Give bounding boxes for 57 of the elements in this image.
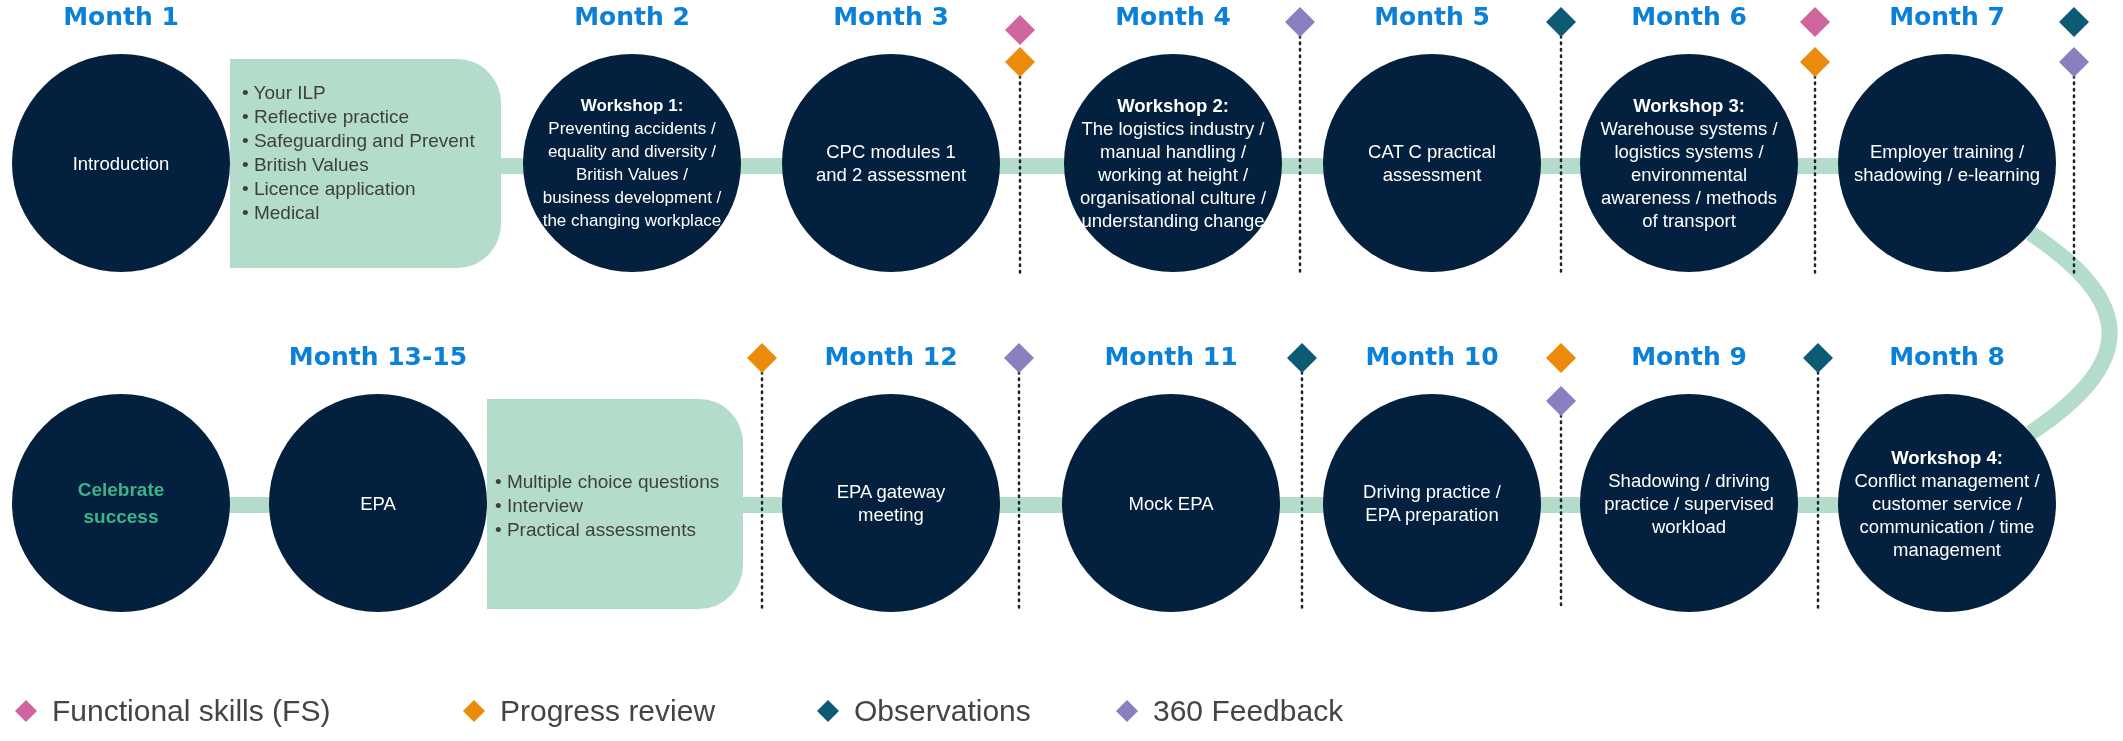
workshop-heading: Workshop 4: (1890, 445, 2004, 469)
milestone-label: Introduction (71, 151, 171, 175)
month-heading: Month 2 (574, 2, 690, 31)
month-heading: Month 10 (1365, 342, 1499, 371)
track-connector (228, 497, 271, 513)
bullet-item: • Multiple choice questions (495, 470, 720, 494)
milestone-label: Shadowing / driving practice / supervised workload (1603, 468, 1775, 538)
milestone-label: The logistics industry / manual handling / working at height / organisational culture / understanding change (1078, 117, 1268, 232)
topic-panel (230, 59, 501, 268)
milestone-label: Mock EPA (1127, 491, 1215, 515)
workshop-heading: Workshop 1: (579, 95, 685, 117)
track-connector (1278, 497, 1325, 513)
legend-label: Progress review (500, 694, 716, 728)
bullet-item: • Reflective practice (242, 105, 411, 129)
bullet-item: • Medical (242, 201, 321, 225)
month-heading: Month 13-15 (288, 342, 468, 371)
milestone-label: CAT C practical assessment (1367, 140, 1497, 186)
month-heading: Month 11 (1104, 342, 1238, 371)
month-heading: Month 4 (1115, 2, 1231, 31)
month-heading: Month 12 (824, 342, 958, 371)
bullet-item: • British Values (242, 153, 370, 177)
bullet-item: • Your ILP (242, 81, 327, 105)
milestone-label: EPA gateway meeting (835, 480, 947, 526)
bullet-item: • Practical assessments (495, 518, 697, 542)
milestone-label: Celebrate success (76, 478, 166, 529)
track-connector (739, 158, 784, 174)
milestone-label: Conflict management / customer service / communication / time management (1853, 468, 2041, 561)
milestone-label: EPA (359, 491, 397, 515)
month-heading: Month 6 (1631, 2, 1747, 31)
track-connector (1539, 497, 1582, 513)
topic-panel (487, 399, 743, 609)
track-connector (998, 497, 1064, 513)
month-heading: Month 5 (1374, 2, 1490, 31)
milestone-label: Driving practice / EPA preparation (1362, 480, 1502, 526)
bullet-item: • Safeguarding and Prevent (242, 129, 475, 153)
bullet-item: • Licence application (242, 177, 417, 201)
milestone-label: Warehouse systems / logistics systems / environmental awareness / methods of transport (1599, 117, 1779, 232)
legend-label: 360 Feedback (1153, 694, 1344, 728)
legend-label: Observations (854, 694, 1031, 728)
month-heading: Month 7 (1889, 2, 2005, 31)
bullet-item: • Interview (495, 494, 584, 518)
workshop-heading: Workshop 2: (1116, 94, 1230, 117)
milestone-label: CPC modules 1 and 2 assessment (814, 140, 968, 186)
month-heading: Month 8 (1889, 342, 2005, 371)
month-heading: Month 9 (1631, 342, 1747, 371)
track-connector (1796, 497, 1840, 513)
milestone-label: Preventing accidents / equality and diversity / British Values / business development / the changing workplace (542, 118, 722, 232)
month-heading: Month 1 (63, 2, 179, 31)
legend-label: Functional skills (FS) (52, 694, 331, 728)
track-connector (2025, 226, 2118, 440)
track-connector (1539, 158, 1582, 174)
track-connector (998, 158, 1066, 174)
track-connector (1796, 158, 1840, 174)
workshop-heading: Workshop 3: (1632, 94, 1746, 117)
month-heading: Month 3 (833, 2, 949, 31)
milestone-label: Employer training / shadowing / e-learning (1852, 140, 2042, 186)
track-connector (1280, 158, 1325, 174)
